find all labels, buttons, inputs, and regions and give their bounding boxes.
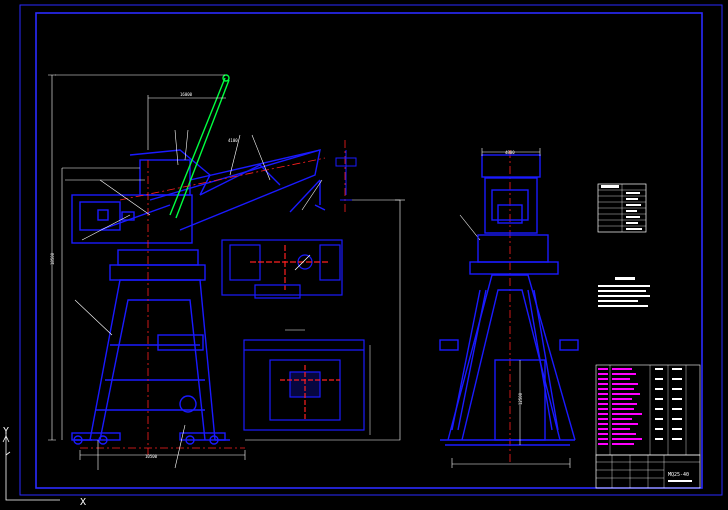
- detail-view-plan: [221, 239, 343, 299]
- drawing-number: MQ25-40: [668, 472, 689, 478]
- technical-notes: [598, 277, 650, 307]
- boom-dim-label: 4100: [228, 138, 238, 143]
- ucs-icon: [2, 430, 60, 501]
- specification-table: [597, 183, 647, 233]
- dimension-lines: [48, 74, 481, 470]
- side-elevation-view: [439, 154, 579, 446]
- elevation-height-label: 18500: [50, 252, 55, 265]
- drawing-border: [19, 4, 723, 496]
- side-top-dim-label: 4800: [505, 150, 515, 155]
- side-dimension-lines: [451, 148, 571, 468]
- hoist-detail: [335, 150, 357, 201]
- ucs-x-axis-label: X: [80, 497, 86, 506]
- top-dim-label: 16000: [180, 92, 193, 97]
- detail-view-section: [243, 329, 371, 435]
- ucs-y-axis-label: Y: [3, 426, 9, 437]
- front-elevation-view: [71, 149, 326, 445]
- side-view-height-label: 12500: [518, 392, 523, 405]
- dimension-labels: 18500 16000 4100 10500 4800 12500: [50, 92, 523, 459]
- parts-list-table: [595, 364, 701, 456]
- luffing-boom: [169, 74, 230, 219]
- bottom-dim-label: 10500: [145, 454, 158, 459]
- centerlines: [80, 140, 511, 465]
- title-block: MQ25-40: [595, 454, 701, 489]
